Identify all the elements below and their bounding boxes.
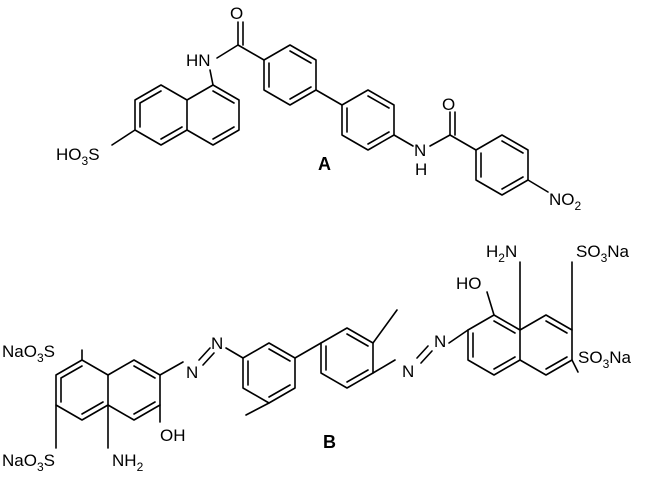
nh-bottom-h: H <box>415 160 427 179</box>
compound-a: HO3S HN O N H O NO2 A <box>56 4 582 213</box>
o-right: O <box>442 95 455 114</box>
bond-a-nh1 <box>209 69 214 86</box>
o-top: O <box>230 4 243 23</box>
bond-a-no2 <box>527 179 549 193</box>
azo-right-n2: N <box>434 332 446 351</box>
naphthalene-b-left-ring-1 <box>55 359 109 421</box>
bond-b-azo-right-nn <box>416 345 429 359</box>
phenyl-b-2-inner <box>325 333 369 383</box>
phenyl-a-1-inner <box>268 50 312 100</box>
azo-left-n2: N <box>211 334 223 353</box>
ho-right: HO <box>456 274 482 293</box>
phenyl-a-2-inner <box>346 95 390 145</box>
compound-b: NaO3S NaO3S NH2 OH N N N <box>2 242 632 474</box>
naphthalene-a-left-ring <box>134 84 188 146</box>
so3na-right-bottom: SO3Na <box>578 348 632 371</box>
nh-top: HN <box>186 51 211 70</box>
h2n-right: H2N <box>486 242 517 265</box>
naphthalene-b-right-ring-2 <box>519 314 573 376</box>
naphthalene-b-left-ring-2-inner <box>133 365 156 415</box>
bond-b-methyl-1 <box>245 402 270 416</box>
bond-b-so3na-right-bottom <box>571 359 579 373</box>
bond-b-biphenyl <box>294 342 322 359</box>
so3h-group: HO3S <box>56 145 100 168</box>
phenyl-b-2 <box>320 327 374 389</box>
naphthalene-a-right-inner <box>212 90 235 140</box>
naphthalene-a-right-ring <box>186 84 240 146</box>
azo-right-n1: N <box>402 362 414 381</box>
bond-a-co2-ring <box>449 134 477 151</box>
bond-b-azo-right-nn-b <box>420 350 433 364</box>
nh2-left: NH2 <box>112 451 144 474</box>
bond-b-azo-left-1 <box>159 361 184 376</box>
bond-b-azo-right-1 <box>372 359 396 374</box>
nh-bottom-n: N <box>414 141 426 160</box>
naphthalene-b-right-ring-1-inner <box>472 320 516 370</box>
azo-left-n1: N <box>186 363 198 382</box>
bond-b-methyl-2 <box>372 309 398 344</box>
naphthalene-b-left-ring-2 <box>107 359 161 421</box>
bond-b-azo-right-2 <box>448 329 469 344</box>
naphthalene-b-left-ring-1-inner <box>60 365 104 415</box>
bond-a-nh-co <box>216 44 239 59</box>
label-b: B <box>323 432 336 452</box>
bond-a-biphenyl <box>315 89 343 106</box>
bond-a-so3h <box>111 129 136 146</box>
so3na-right-top: SO3Na <box>576 242 630 265</box>
bond-a-co-ring <box>237 44 265 61</box>
phenyl-a-2 <box>341 89 395 151</box>
bond-b-azo-left-nn <box>198 347 211 361</box>
phenyl-a-3 <box>475 134 529 196</box>
naphthalene-b-right-ring-1 <box>467 314 521 376</box>
bond-a-nh2 <box>393 134 414 147</box>
bond-b-ho-right <box>486 291 495 316</box>
so3na-left-bottom: NaO3S <box>2 451 55 474</box>
phenyl-b-1-inner <box>247 348 291 398</box>
label-a: A <box>318 154 331 174</box>
so3na-left-top: NaO3S <box>2 342 55 365</box>
bond-a-nh-co2 <box>429 134 451 147</box>
naphthalene-b-right-ring-2-inner <box>545 320 568 370</box>
naphthalene-a-left-inner <box>139 90 183 140</box>
no2-group: NO2 <box>549 190 582 213</box>
bond-b-azo-left-2 <box>225 347 244 359</box>
phenyl-a-1 <box>263 44 317 106</box>
phenyl-b-1 <box>242 342 296 404</box>
oh-left: OH <box>160 426 186 445</box>
bond-b-azo-left-nn-b <box>202 352 215 366</box>
phenyl-a-3-inner <box>480 140 524 190</box>
